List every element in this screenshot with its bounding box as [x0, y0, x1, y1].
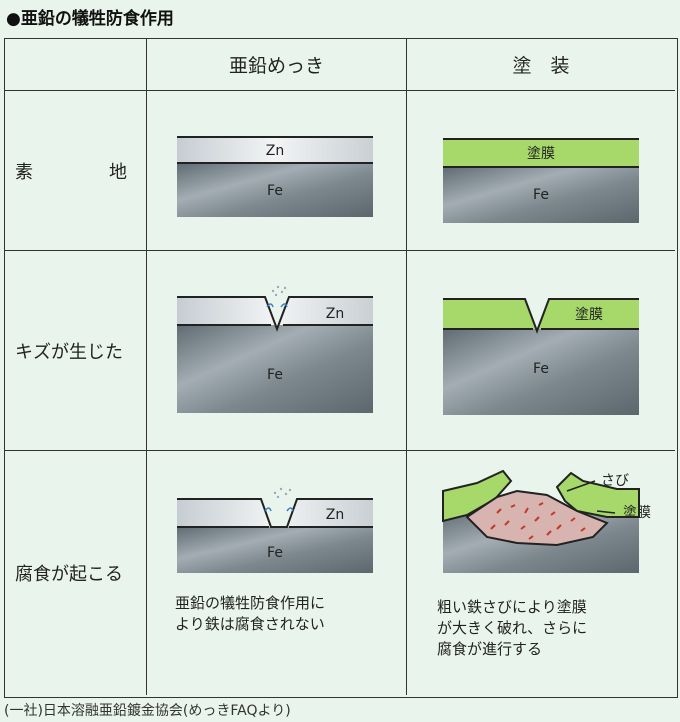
zinc-layer — [177, 297, 373, 327]
zinc-scratched-cell: Zn Fe — [147, 251, 407, 451]
zinc-label: Zn — [266, 143, 284, 159]
steel-layer — [443, 329, 639, 415]
column-header-paint: 塗 装 — [407, 39, 675, 91]
source-note: (一社)日本溶融亜鉛鍍金協会(めっきFAQより) — [4, 703, 291, 719]
row-label-base-left: 素 — [15, 161, 33, 183]
row-label-scratched: キズが生じた — [5, 251, 147, 451]
coating-label: 塗膜 — [527, 145, 555, 162]
iron-label: Fe — [267, 183, 283, 199]
zinc-caption: 亜鉛の犠牲防食作用に より鉄は腐食されない — [175, 593, 325, 635]
paint-caption: 粗い鉄さびにより塗膜 が大きく破れ、さらに 腐食が進行する — [437, 597, 587, 660]
zinc-layer — [177, 499, 373, 527]
paint-caption-line: 粗い鉄さびにより塗膜 — [437, 598, 587, 616]
paint-corroding-cell: さび 塗膜 粗い鉄さびにより塗膜 が大きく破れ、さらに 腐食が進行する — [407, 451, 675, 695]
zinc-label: Zn — [326, 507, 344, 523]
column-header-zinc: 亜鉛めっき — [147, 39, 407, 91]
zinc-label: Zn — [326, 306, 344, 322]
paint-caption-line: が大きく破れ、さらに — [437, 619, 588, 637]
paint-base-cell: 塗膜 Fe — [407, 91, 675, 251]
paint-caption-line: 腐食が進行する — [437, 640, 543, 658]
zinc-layer — [177, 137, 373, 163]
row-label-base: 素 地 — [5, 91, 147, 251]
diagram-title: ●亜鉛の犠牲防食作用 — [6, 9, 174, 29]
steel-layer — [177, 527, 373, 573]
zinc-base-figure: Zn Fe — [177, 136, 373, 217]
coating-label: 塗膜 — [575, 306, 603, 323]
row-label-corroding: 腐食が起こる — [5, 451, 147, 695]
row-label-base-right: 地 — [109, 161, 127, 183]
corner-cell — [5, 39, 147, 91]
zinc-corroding-figure: Zn Fe — [177, 487, 373, 573]
iron-label: Fe — [267, 545, 283, 561]
steel-layer — [177, 325, 373, 413]
coating-layer — [443, 139, 639, 167]
iron-label: Fe — [533, 187, 549, 203]
coating-layer — [443, 299, 639, 331]
coating-label: 塗膜 — [623, 504, 651, 521]
zinc-caption-line: 亜鉛の犠牲防食作用に — [175, 594, 326, 612]
steel-layer — [177, 163, 373, 217]
paint-corroding-figure: さび 塗膜 — [442, 469, 651, 573]
steel-layer — [443, 167, 639, 223]
iron-label: Fe — [533, 361, 549, 377]
paint-base-figure: 塗膜 Fe — [443, 138, 639, 223]
rust-label: さび — [601, 473, 629, 489]
coating-right — [555, 471, 640, 518]
paint-scratched-figure: 塗膜 Fe — [443, 298, 639, 415]
comparison-table: 亜鉛めっき 塗 装 素 地 Zn Fe 塗膜 Fe キズが生じた — [4, 38, 678, 698]
paint-scratched-cell: 塗膜 Fe — [407, 251, 675, 451]
iron-label: Fe — [267, 367, 283, 383]
zinc-caption-line: より鉄は腐食されない — [175, 615, 325, 633]
zinc-corroding-cell: Zn Fe 亜鉛の犠牲防食作用に より鉄は腐食されない — [147, 451, 407, 695]
zinc-scratched-figure: Zn Fe — [177, 285, 373, 413]
zinc-base-cell: Zn Fe — [147, 91, 407, 251]
coating-left — [442, 469, 513, 523]
